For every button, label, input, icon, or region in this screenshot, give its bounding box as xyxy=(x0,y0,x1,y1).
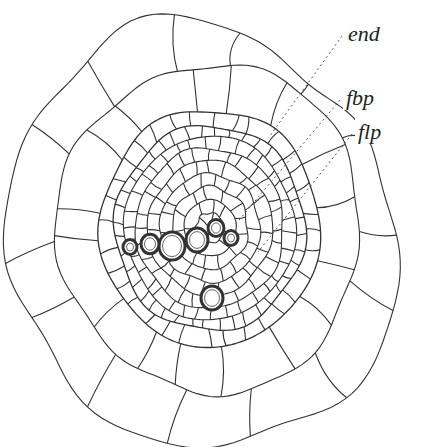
cell-wall-ring xyxy=(113,126,307,331)
cell-wall-radial xyxy=(173,187,248,269)
leader-line xyxy=(269,36,343,138)
leader-line xyxy=(234,100,340,226)
xylem-lumen xyxy=(205,290,220,307)
cell-wall-ring xyxy=(123,136,296,319)
part-label: fbp xyxy=(343,85,377,110)
xylem-vessel xyxy=(123,240,137,255)
part-label: end xyxy=(345,21,383,46)
xylem-lumen xyxy=(228,234,235,242)
cell-wall-radial xyxy=(147,161,272,296)
cell-wall-ring xyxy=(147,160,273,296)
xylem-lumen xyxy=(163,235,182,256)
xylem-vessel xyxy=(201,286,223,310)
xylem-vessel xyxy=(224,231,238,246)
part-label-box: flp xyxy=(355,120,384,144)
cell-wall-radial xyxy=(55,66,355,397)
cell-wall-radial xyxy=(113,126,307,330)
xylem-vessel xyxy=(141,234,159,253)
cell-wall-ring xyxy=(3,14,400,447)
xylem-lumen xyxy=(145,238,156,250)
xylem-lumen xyxy=(127,243,134,251)
cell-wall-ring xyxy=(184,199,236,255)
cell-wall-radial xyxy=(160,173,260,281)
part-label: flp xyxy=(355,119,384,144)
cell-wall-radial xyxy=(99,112,321,348)
part-label-box: fbp xyxy=(343,86,377,110)
cell-wall-ring xyxy=(54,65,359,397)
xylem-vessel xyxy=(186,228,208,252)
part-label-box: end xyxy=(345,22,383,46)
cell-wall-radial xyxy=(124,137,297,320)
xylem-lumen xyxy=(212,223,221,233)
cell-wall-ring xyxy=(98,112,321,348)
xylem-vessel xyxy=(159,232,185,260)
leader-line xyxy=(258,134,352,252)
cell-wall-ring xyxy=(159,173,261,284)
cell-wall-radial xyxy=(6,15,397,444)
xylem-lumen xyxy=(190,232,205,249)
xylem-vessel xyxy=(208,219,224,236)
